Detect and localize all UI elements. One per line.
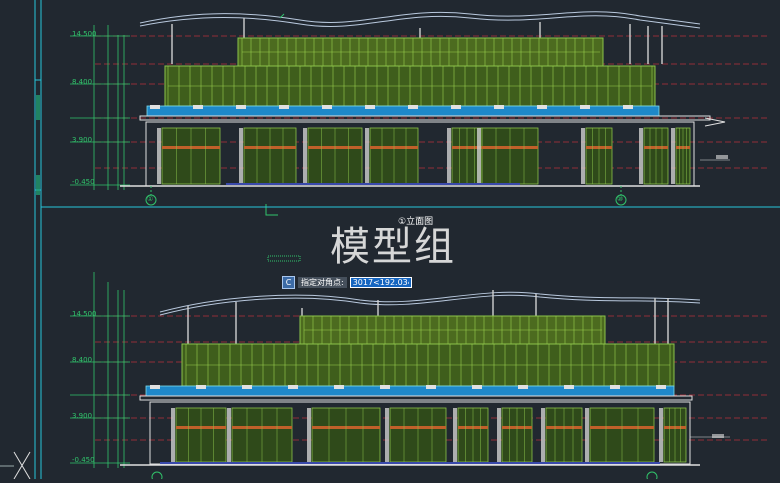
dynamic-input-prompt: C 指定对角点: (282, 275, 412, 289)
watermark-text: 模型组 (330, 224, 456, 270)
coordinate-input[interactable] (349, 276, 412, 288)
command-line-icon: C (282, 275, 295, 289)
upper-elev-text: 3.900 (72, 136, 93, 144)
view-title-label: ①立面图 (398, 217, 434, 227)
prompt-label: 指定对角点: (298, 276, 347, 288)
lower-elevation (70, 272, 770, 483)
axis-start-label: ① (147, 195, 154, 203)
upper-elevation (70, 11, 770, 190)
lower-elev-text: -0.450 (72, 456, 95, 464)
section-divider (41, 206, 780, 262)
drawing-frame-left (0, 0, 42, 479)
upper-elev-text: 8.400 (72, 78, 93, 86)
lower-elev-text: 14.500 (72, 310, 97, 318)
lower-elev-text: 8.400 (72, 356, 93, 364)
upper-elev-text: 14.500 (72, 30, 97, 38)
cursor-crosshair (13, 451, 31, 480)
lower-elev-text: 3.900 (72, 412, 93, 420)
axis-end-label: ⑩ (617, 195, 624, 203)
axis-markers-upper (145, 13, 627, 216)
upper-elev-text: -0.450 (72, 178, 95, 186)
